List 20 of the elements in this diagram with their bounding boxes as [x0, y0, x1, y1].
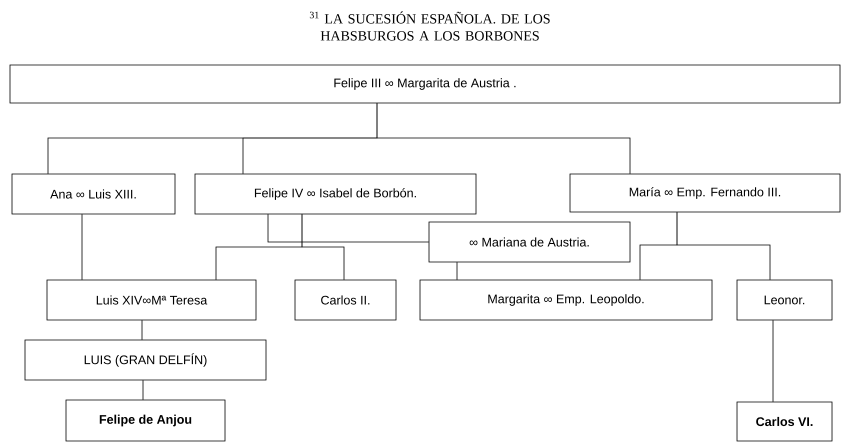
connector-line — [456, 262, 458, 280]
family-box: Margarita ∞ Emp. Leopoldo. — [420, 280, 712, 320]
family-box: Felipe de Anjou — [66, 400, 226, 442]
connector-line — [376, 103, 630, 174]
family-box: Ana ∞ Luis XIII. — [12, 174, 176, 214]
title: $^{31}$ LA SUCESIÓN ESPAÑOLA. DE LOS HABSBURGOS A LOS BORBONES — [310, 11, 550, 41]
family-box: Leonor. — [736, 280, 832, 320]
family-box: Carlos VI. — [736, 402, 832, 442]
connector-line — [268, 214, 429, 242]
connector-line — [676, 212, 770, 280]
connector-line — [772, 320, 774, 402]
family-box: LUIS (GRAN DELFÍN) — [24, 340, 266, 380]
family-box: María ∞ Emp. Fernando III. — [570, 174, 840, 212]
connector-line — [142, 380, 144, 400]
family-box: Luis XIV∞Mª Teresa — [46, 280, 256, 320]
family-box: Felipe III ∞ Margarita de Austria . — [10, 64, 840, 104]
family-box: ∞ Mariana de Austria. — [428, 222, 630, 262]
family-box: Felipe IV ∞ Isabel de Borbón. — [194, 174, 476, 214]
family-box: Carlos II. — [294, 280, 396, 320]
connector-line — [302, 214, 344, 280]
